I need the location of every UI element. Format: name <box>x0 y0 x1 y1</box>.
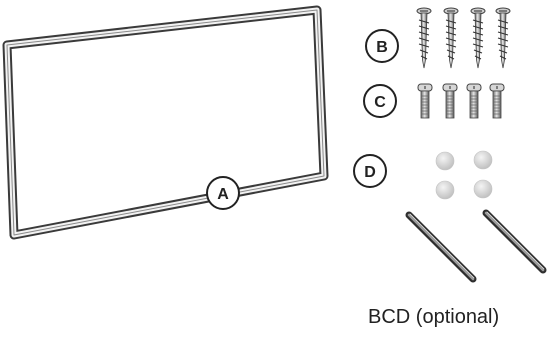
callout-c-label: C <box>374 94 386 111</box>
cap-icon <box>435 180 455 200</box>
bolt-icon <box>466 83 482 119</box>
screw-icon <box>470 7 486 69</box>
bolts-c <box>417 83 505 119</box>
cap-icon <box>473 179 493 199</box>
caps-d <box>435 150 493 200</box>
screw-icon <box>443 7 459 69</box>
callout-d-label: D <box>364 164 376 181</box>
cap-icon <box>435 151 455 171</box>
cap-icon <box>473 150 493 170</box>
bolt-icon <box>489 83 505 119</box>
screws-b <box>416 7 511 69</box>
screw-icon <box>416 7 432 69</box>
rods-d <box>405 209 547 283</box>
optional-parts-caption: BCD (optional) <box>368 306 500 328</box>
bolt-icon <box>417 83 433 119</box>
screw-icon <box>495 7 511 69</box>
rod-icon <box>405 211 477 283</box>
callout-d: D <box>353 154 387 188</box>
callout-a-label: A <box>217 186 229 203</box>
callout-b-label: B <box>376 39 388 56</box>
callout-b: B <box>365 29 399 63</box>
callout-a: A <box>206 176 240 210</box>
callout-c: C <box>363 84 397 118</box>
bolt-icon <box>442 83 458 119</box>
rod-icon <box>482 209 547 274</box>
frame-a <box>2 5 329 240</box>
